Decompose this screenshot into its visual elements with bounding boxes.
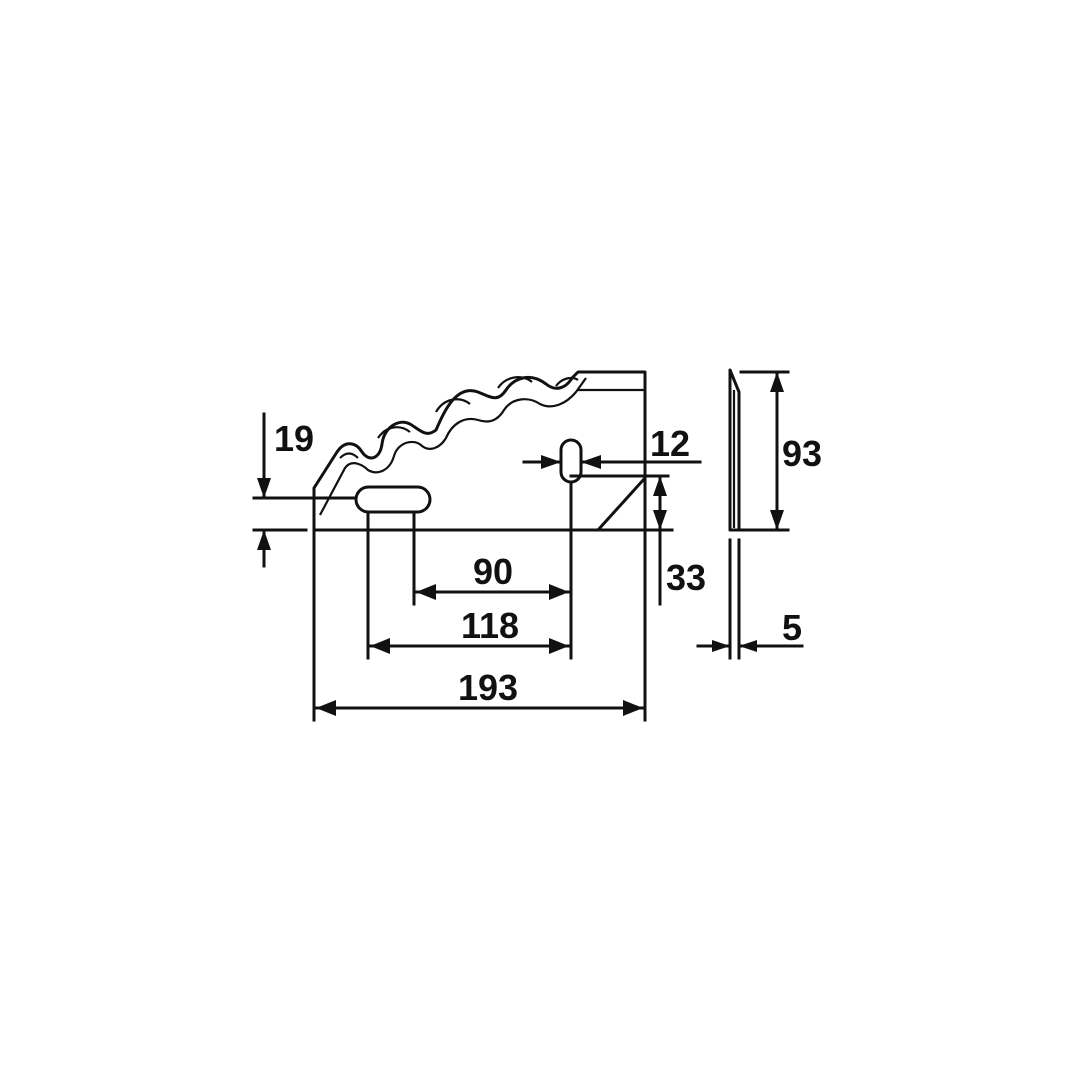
- serration-scallops: [339, 376, 579, 459]
- label-12: 12: [650, 423, 690, 464]
- label-93: 93: [782, 433, 822, 474]
- label-90: 90: [473, 551, 513, 592]
- label-193: 193: [458, 667, 518, 708]
- serrated-edge-bevel: [319, 377, 587, 516]
- dimension-lines: [252, 412, 702, 722]
- blade-front-view: [312, 370, 647, 532]
- label-33: 33: [666, 557, 706, 598]
- label-5: 5: [782, 607, 802, 648]
- horizontal-slot: [354, 485, 432, 514]
- label-118: 118: [461, 605, 519, 646]
- dimension-labels: 193 118 90 19 12 33 93 5: [274, 418, 822, 708]
- label-19: 19: [274, 418, 314, 459]
- blade-side-view: [696, 368, 804, 660]
